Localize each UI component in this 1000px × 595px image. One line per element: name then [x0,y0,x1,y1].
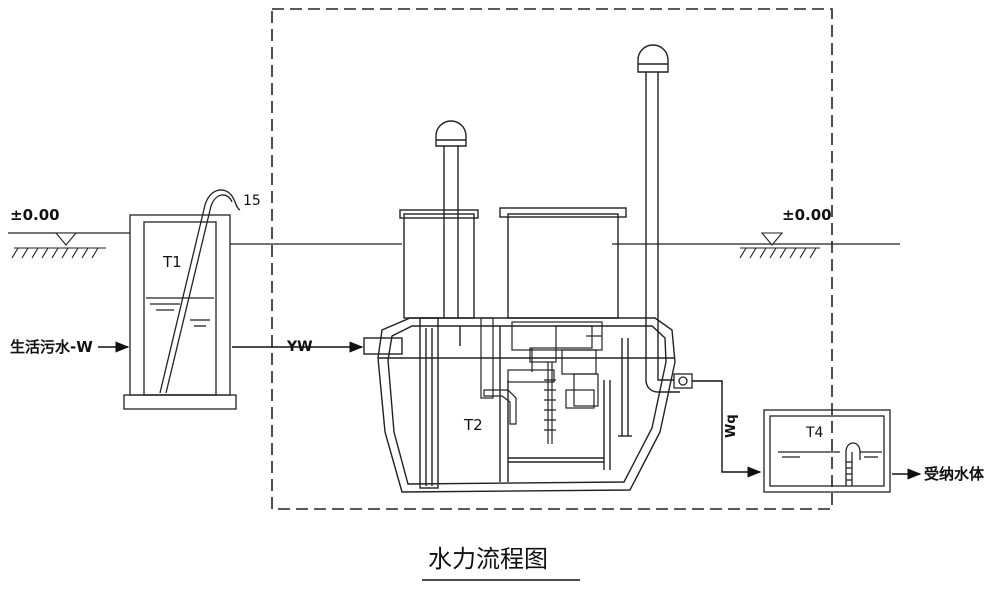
tank-t2-label: T2 [463,416,483,434]
outlet-valve [673,373,693,389]
tank-t1 [123,189,241,410]
equipment-boundary [271,8,833,510]
vent-pipe-left [435,120,467,318]
vent-pipe-right [637,44,680,393]
diagram-caption: 水力流程图 [428,545,548,573]
tank-t4-label: T4 [805,425,824,441]
tank-t1-label: T1 [162,253,182,271]
tank-t2 [363,207,676,493]
inlet-label: 生活污水-W [10,338,93,356]
ground-level-symbol-right [739,232,820,259]
outlet-label: 受纳水体 [924,465,985,483]
wq-flow-line [692,380,762,478]
callout-15: 15 [243,193,261,209]
ground-level-symbol-left [11,232,106,259]
t2-internal-equipment [480,317,603,444]
yw-label: YW [286,339,313,355]
tank-t4 [763,409,891,493]
wq-label: Wq [724,414,739,438]
ground-elevation-right: ±0.00 [782,206,832,224]
ground-elevation-left: ±0.00 [10,206,60,224]
